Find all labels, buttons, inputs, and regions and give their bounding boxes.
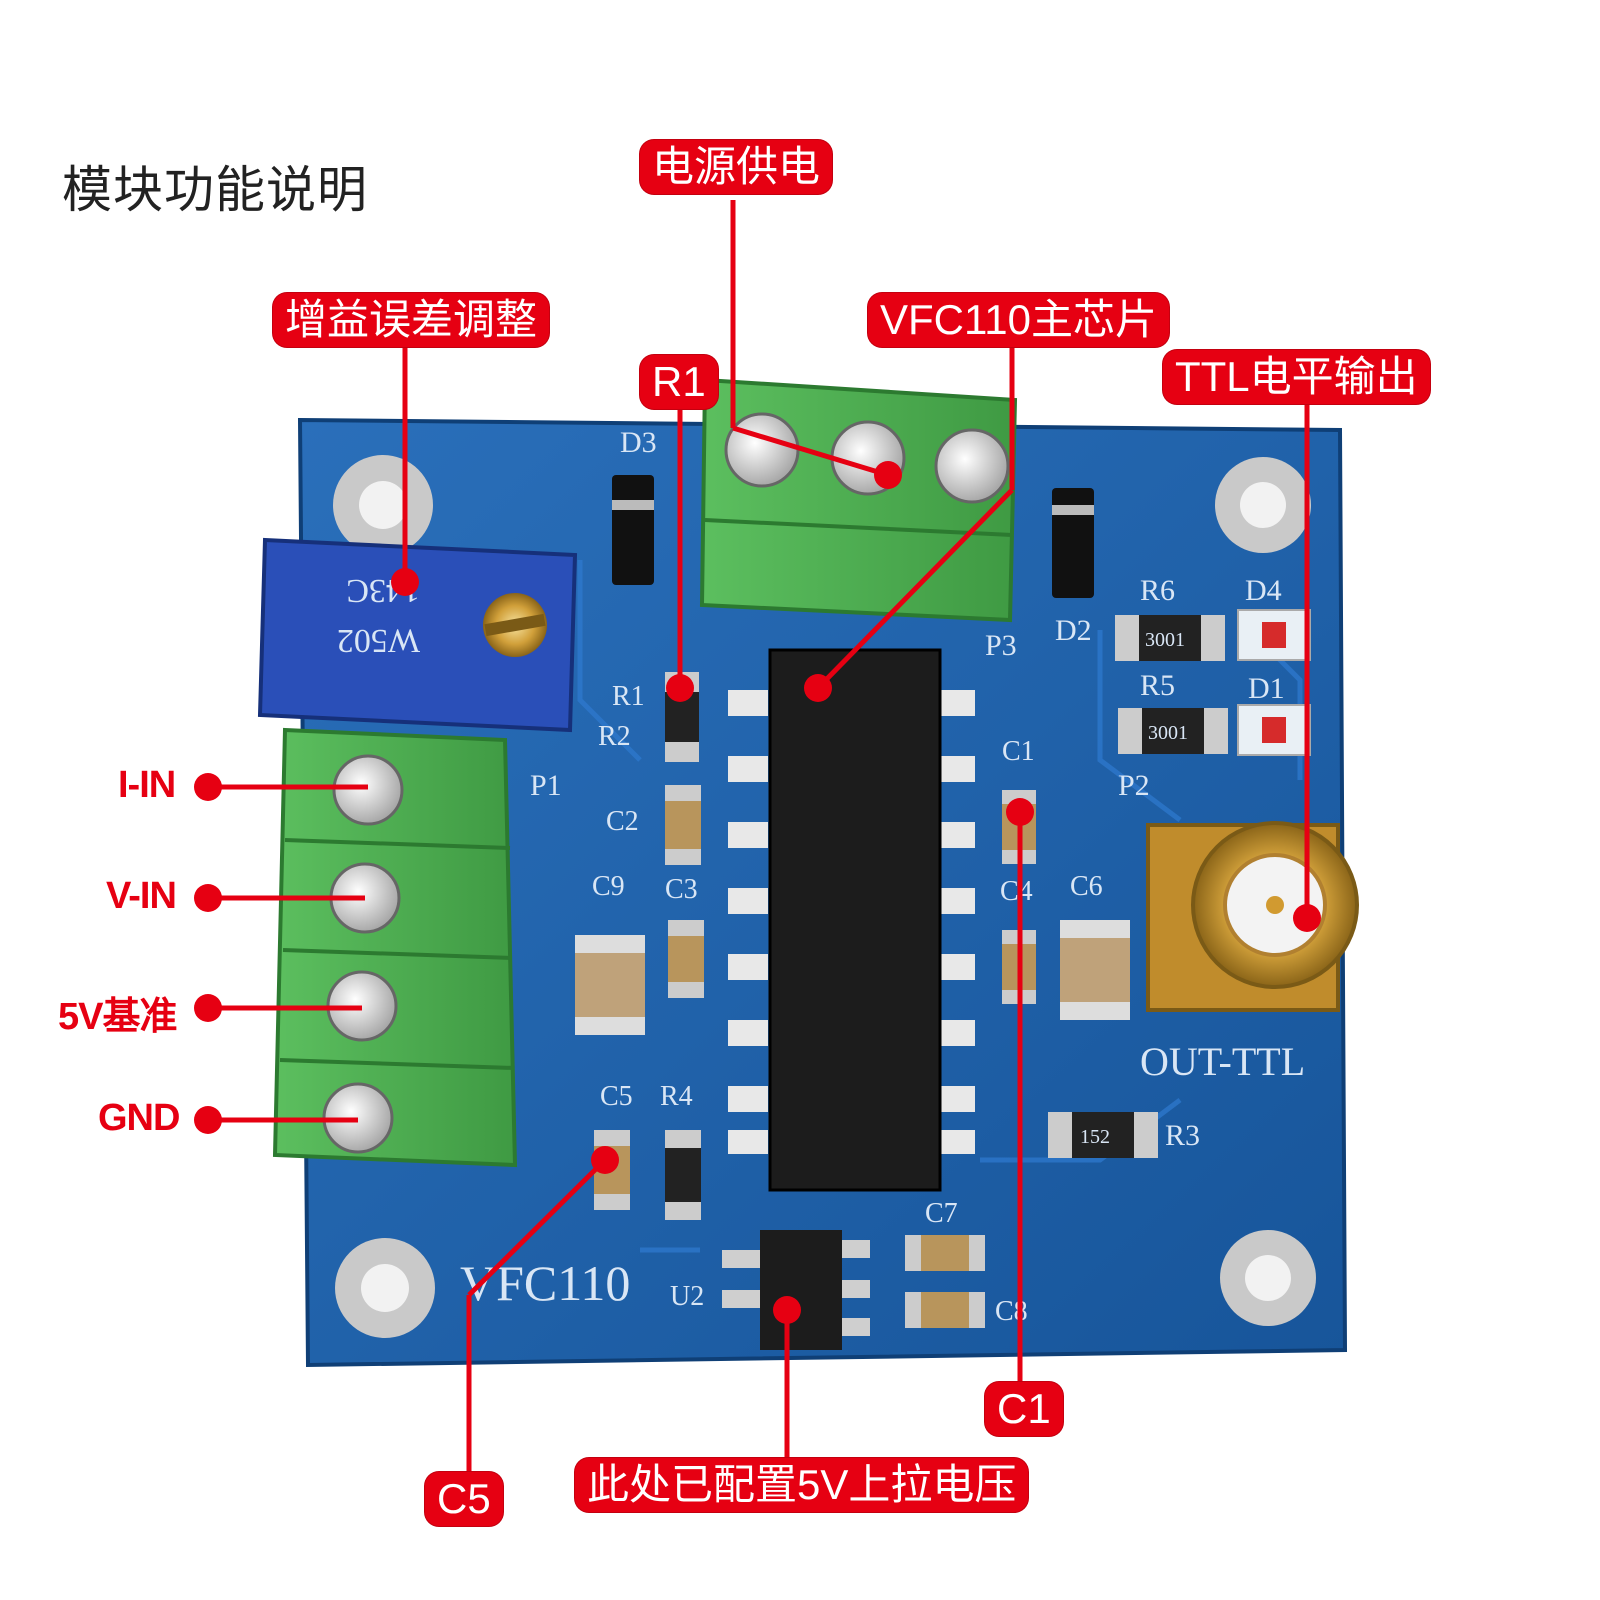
silk-c2: C2	[606, 806, 639, 837]
capacitor-c8	[905, 1292, 985, 1328]
pin-label-gnd: GND	[98, 1097, 180, 1139]
potentiometer: 143C W502	[257, 537, 578, 733]
silk-c9: C9	[592, 871, 625, 902]
silk-board-name: VFC110	[460, 1255, 630, 1311]
callout-main-chip: VFC110主芯片	[868, 293, 1169, 348]
u2-chip	[722, 1230, 870, 1350]
silk-r2: R2	[598, 721, 631, 752]
silk-c6: C6	[1070, 871, 1103, 902]
capacitor-c9	[575, 935, 645, 1035]
silk-r5: R5	[1140, 669, 1175, 702]
capacitor-c7	[905, 1235, 985, 1271]
resistor-r4	[665, 1130, 701, 1220]
capacitor-c6	[1060, 920, 1130, 1020]
sma-connector	[1146, 821, 1359, 1012]
page-title: 模块功能说明	[62, 161, 368, 219]
silk-p2: P2	[1118, 769, 1150, 802]
callout-leaders	[194, 200, 1321, 1480]
diode-d2	[1052, 488, 1094, 598]
pot-code-2: W502	[337, 622, 420, 659]
mounting-hole-bottom-left	[335, 1238, 435, 1338]
silk-d1: D1	[1248, 672, 1285, 705]
silk-u2: U2	[670, 1281, 704, 1312]
terminal-block-p1	[272, 727, 518, 1168]
silk-d4: D4	[1245, 574, 1282, 607]
resistor-r6	[1115, 615, 1225, 661]
callout-pullup: 此处已配置5V上拉电压	[575, 1458, 1029, 1513]
silk-r3: R3	[1165, 1119, 1200, 1152]
silk-c8: C8	[995, 1296, 1028, 1327]
silkscreen-labels: D3 D2 D4 D1 R6 R5 3001 3001 152 R3 P3 P1…	[460, 426, 1305, 1327]
silk-p1: P1	[530, 769, 562, 802]
led-d1	[1237, 704, 1311, 756]
diode-d3	[612, 475, 654, 585]
silk-c7: C7	[925, 1198, 958, 1229]
resistor-r5	[1118, 708, 1228, 754]
silk-r6: R6	[1140, 574, 1175, 607]
silk-r1: R1	[612, 681, 645, 712]
silk-out-ttl: OUT-TTL	[1140, 1039, 1305, 1084]
capacitor-c3	[668, 920, 704, 998]
callout-power-supply: 电源供电	[640, 140, 833, 195]
silk-c4: C4	[1000, 876, 1033, 907]
silk-r3-code: 152	[1080, 1126, 1110, 1148]
silk-c1: C1	[1002, 736, 1035, 767]
capacitor-c2	[665, 785, 701, 865]
silk-d2: D2	[1055, 614, 1092, 647]
callout-ttl-output: TTL电平输出	[1163, 350, 1430, 405]
terminal-block-p3	[699, 377, 1018, 623]
silk-r4: R4	[660, 1081, 693, 1112]
resistor-r3	[1048, 1112, 1158, 1158]
silk-c3: C3	[665, 874, 698, 905]
silk-r5-code: 3001	[1148, 722, 1188, 744]
silk-r6-code: 3001	[1145, 629, 1185, 651]
vfc110-chip	[728, 648, 975, 1192]
mounting-hole-bottom-right	[1220, 1230, 1316, 1326]
mounting-hole-top-right	[1215, 457, 1311, 553]
callout-c1: C1	[985, 1382, 1063, 1437]
callout-c5: C5	[425, 1472, 503, 1527]
callout-r1: R1	[640, 355, 718, 410]
mounting-hole-top-left	[333, 455, 433, 555]
led-d4	[1237, 609, 1311, 661]
pin-label-v-in: V-IN	[106, 875, 177, 917]
pin-label-i-in: I-IN	[118, 764, 176, 806]
pin-label-5v-ref: 5V基准	[58, 996, 177, 1038]
silk-d3: D3	[620, 426, 657, 459]
silk-c5: C5	[600, 1081, 633, 1112]
silk-p3: P3	[985, 629, 1017, 662]
callout-gain-adjust: 增益误差调整	[273, 293, 550, 348]
